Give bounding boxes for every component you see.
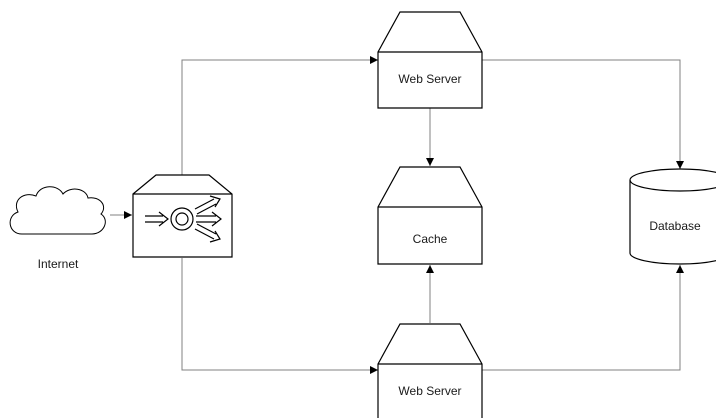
edge-load-balancer-to-web-server-bottom bbox=[181, 258, 378, 374]
server-icon bbox=[377, 323, 483, 418]
edge-web-server-top-to-database bbox=[482, 59, 684, 169]
server-icon bbox=[377, 166, 483, 265]
cache-label: Cache bbox=[413, 232, 448, 246]
database-label: Database bbox=[649, 219, 701, 233]
web-server-top-label: Web Server bbox=[398, 72, 461, 86]
edge-web-server-bottom-to-database bbox=[482, 265, 684, 371]
server-icon bbox=[377, 11, 483, 109]
internet-label: Internet bbox=[38, 257, 79, 271]
web-server-bottom-label: Web Server bbox=[398, 384, 461, 398]
database-node: Database bbox=[629, 168, 716, 265]
internet-node: Internet bbox=[9, 186, 106, 271]
connectors bbox=[110, 56, 684, 374]
web-server-bottom-node: Web Server bbox=[377, 323, 483, 418]
load-balancer-arrows-icon bbox=[145, 195, 222, 243]
web-server-top-node: Web Server bbox=[377, 11, 483, 109]
load-balancer-icon bbox=[132, 174, 233, 258]
database-cylinder-rim bbox=[629, 179, 716, 192]
edge-load-balancer-to-web-server-top bbox=[181, 56, 378, 176]
load-balancer-node bbox=[132, 174, 233, 258]
cache-node: Cache bbox=[377, 166, 483, 265]
cloud-icon bbox=[9, 186, 106, 235]
database-cylinder-icon bbox=[629, 168, 716, 265]
